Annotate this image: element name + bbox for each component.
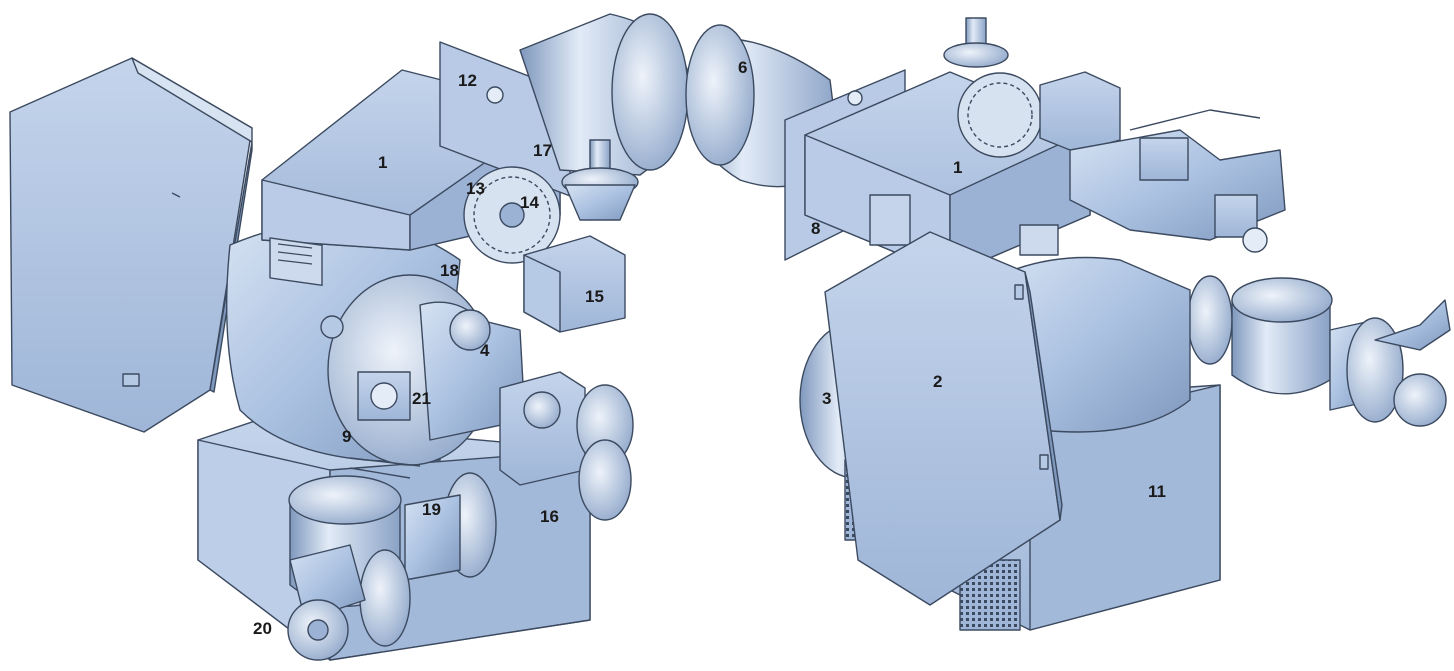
left-ball-valve [287,544,411,661]
callout-right-1: 1 [953,158,962,177]
callout-right-11: 11 [1148,482,1166,501]
right-gas-filter [1187,275,1451,427]
left-blast-tube [519,13,691,176]
callout-left-9: 9 [342,427,351,446]
callout-left-16: 16 [540,507,559,526]
callout-right-8: 8 [811,219,820,238]
callout-left-19: 19 [422,500,441,519]
right-gas-governor [943,17,1043,158]
left-callouts: 1 4 9 12 13 14 15 16 17 18 19 20 21 [253,71,604,638]
callout-left-21: 21 [412,389,431,408]
right-gas-valve-train [1069,109,1286,253]
right-burner-view [685,17,1451,631]
right-servomotor [1039,71,1121,153]
callout-left-1: 1 [378,153,387,172]
callout-left-20: 20 [253,619,272,638]
left-air-damper [463,166,561,264]
right-control-box [824,231,1063,606]
left-gas-valve-train [357,301,526,441]
callout-right-6: 6 [738,58,747,77]
callout-left-18: 18 [440,261,459,280]
callout-left-14: 14 [520,193,539,212]
callout-right-3: 3 [822,389,831,408]
callout-left-17: 17 [533,141,552,160]
left-burner-view [9,13,691,661]
callout-left-12: 12 [458,71,477,90]
left-pressure-switch [499,371,586,486]
left-servomotor [523,235,626,333]
left-gas-pipe-flange [576,384,634,521]
left-control-box-cover [9,57,253,433]
callout-right-2: 2 [933,372,942,391]
callout-left-4: 4 [480,341,490,360]
callout-left-13: 13 [466,179,485,198]
callout-left-15: 15 [585,287,604,306]
left-gas-governor [561,139,639,221]
right-callouts: 1 2 3 6 8 11 [738,58,1166,501]
left-electrodes [320,315,421,479]
